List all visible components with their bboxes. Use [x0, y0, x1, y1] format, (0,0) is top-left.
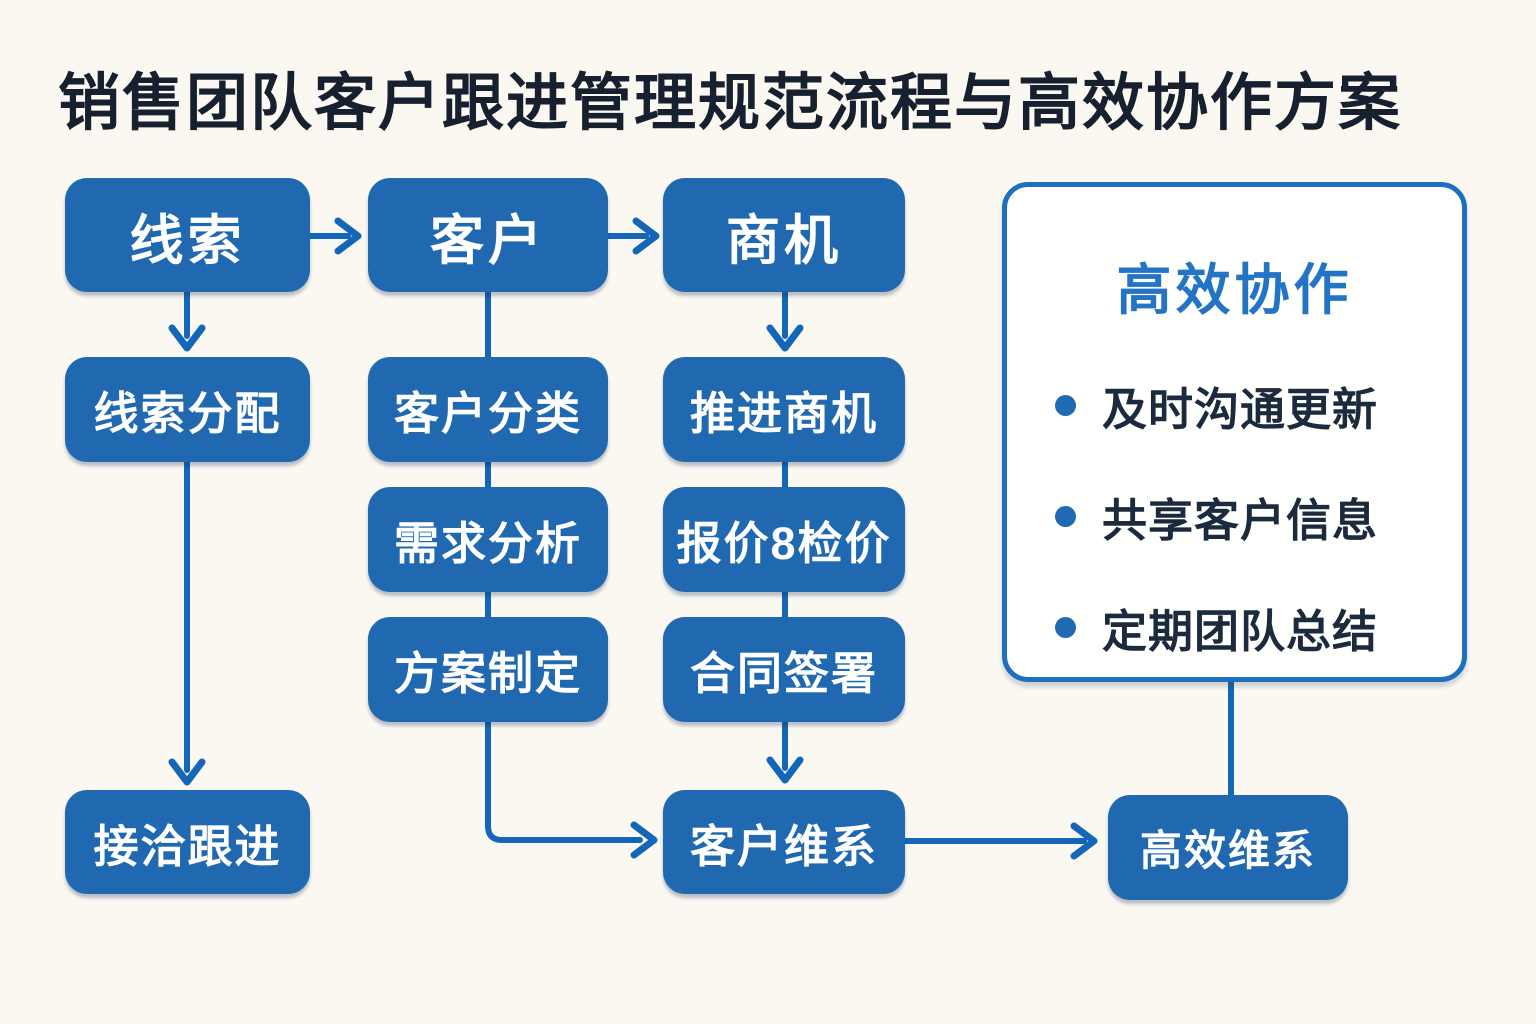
node-plan-formulation: 方案制定: [368, 617, 608, 722]
collaboration-panel-title: 高效协作: [1116, 259, 1353, 321]
collaboration-panel: 高效协作 及时沟通更新 共享客户信息 定期团队总结: [1002, 182, 1467, 682]
bullet-text: 定期团队总结: [1102, 606, 1379, 657]
node-contract-signing-label: 合同签署: [689, 648, 878, 699]
page-title: 销售团队客户跟进管理规范流程与高效协作方案: [57, 69, 1402, 138]
node-opportunity-advance-label: 推进商机: [689, 388, 878, 439]
node-opportunity-label: 商机: [726, 210, 842, 271]
bullet-item: 共享客户信息: [1055, 484, 1462, 549]
arrow-customer-maintenance-to-efficient-maintenance: [902, 822, 1098, 860]
node-customer-classification: 客户分类: [368, 357, 608, 462]
node-lead-assignment: 线索分配: [65, 357, 310, 462]
node-customer-label: 客户: [430, 210, 546, 271]
node-contact-followup-label: 接洽跟进: [93, 820, 282, 872]
bullet-dot-icon: [1055, 395, 1076, 416]
bullet-dot-icon: [1055, 506, 1076, 527]
arrow-opportunity-to-advance: [766, 289, 804, 352]
collaboration-bullet-list: 及时沟通更新 共享客户信息 定期团队总结: [1007, 373, 1462, 660]
node-lead-assignment-label: 线索分配: [93, 388, 282, 439]
bullet-text: 及时沟通更新: [1102, 384, 1379, 435]
arrow-plan-to-customer-maintenance: [485, 719, 658, 859]
node-efficient-maintenance-label: 高效维系: [1139, 827, 1316, 874]
node-customer: 客户: [368, 178, 608, 292]
bullet-item: 及时沟通更新: [1055, 373, 1462, 438]
node-contact-followup: 接洽跟进: [65, 790, 310, 894]
node-plan-formulation-label: 方案制定: [393, 648, 582, 699]
arrow-lead-assignment-to-contact-followup: [168, 459, 206, 786]
node-contract-signing: 合同签署: [663, 617, 905, 722]
node-quotation-pricing-label: 报价8检价: [676, 518, 892, 569]
node-efficient-maintenance: 高效维系: [1108, 795, 1348, 900]
node-customer-maintenance: 客户维系: [663, 790, 905, 894]
arrow-lead-to-lead-assignment: [168, 289, 206, 352]
node-opportunity-advance: 推进商机: [663, 357, 905, 462]
node-opportunity: 商机: [663, 178, 905, 292]
arrow-lead-to-customer: [307, 217, 362, 255]
node-quotation-pricing: 报价8检价: [663, 487, 905, 592]
node-demand-analysis-label: 需求分析: [393, 518, 582, 569]
bullet-text: 共享客户信息: [1102, 495, 1379, 546]
bullet-item: 定期团队总结: [1055, 595, 1462, 660]
node-lead: 线索: [65, 178, 310, 292]
arrow-customer-to-opportunity: [605, 217, 660, 255]
node-demand-analysis: 需求分析: [368, 487, 608, 592]
arrow-contract-to-customer-maintenance: [766, 719, 804, 784]
node-lead-label: 线索: [129, 210, 246, 271]
node-customer-classification-label: 客户分类: [393, 388, 582, 439]
bullet-dot-icon: [1055, 617, 1076, 638]
node-customer-maintenance-label: 客户维系: [689, 820, 878, 872]
